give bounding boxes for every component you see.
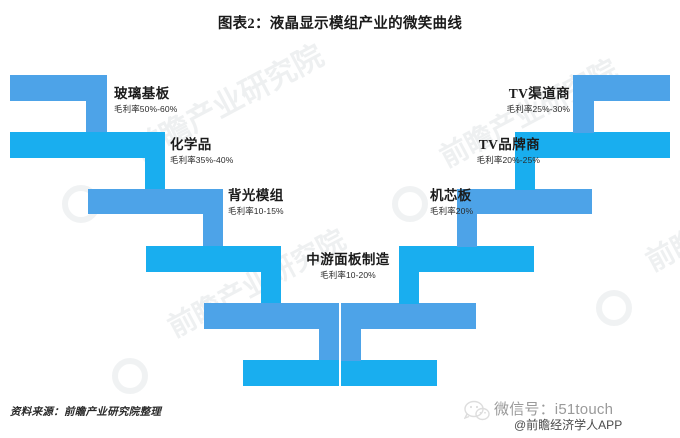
bar-step-2r-horizontal <box>515 132 670 158</box>
label-mainboard-title: 机芯板 <box>430 188 472 203</box>
wechat-logo-icon <box>464 400 490 421</box>
label-backlight-module-margin: 毛利率10-15% <box>228 205 284 216</box>
label-tv-brand-title: TV品牌商 <box>478 137 540 152</box>
label-backlight-module-title: 背光模组 <box>228 188 284 203</box>
label-glass-substrate-margin: 毛利率50%-60% <box>114 103 178 114</box>
label-panel-manufacturing: 中游面板制造 毛利率10-20% <box>288 252 408 280</box>
bar-step-4r-horizontal <box>399 246 534 272</box>
bar-step-2-vertical <box>145 132 165 190</box>
bar-step-1-vertical <box>86 75 107 133</box>
footer-brand: 微信号：i51touch @前瞻经济学人APP <box>462 398 672 436</box>
bar-step-4-vertical <box>261 246 281 304</box>
label-chemicals-margin: 毛利率35%-40% <box>170 154 234 165</box>
label-panel-manufacturing-title: 中游面板制造 <box>306 252 390 267</box>
bar-step-5r-horizontal <box>341 303 476 329</box>
label-tv-channel-margin: 毛利率25%-30% <box>506 103 570 114</box>
source-note: 资料来源：前瞻产业研究院整理 <box>10 407 162 418</box>
footer-wechat-id: 微信号：i51touch <box>494 401 614 418</box>
bar-bottom-right-foot <box>341 360 437 386</box>
label-tv-brand: TV品牌商 毛利率20%-25% <box>406 137 540 165</box>
chart-title: 图表2：液晶显示模组产业的微笑曲线 <box>217 16 463 32</box>
label-tv-brand-margin: 毛利率20%-25% <box>476 154 540 165</box>
label-mainboard-margin: 毛利率20% <box>430 205 474 216</box>
bar-step-3-horizontal <box>88 189 223 214</box>
label-tv-channel-title: TV渠道商 <box>508 86 570 101</box>
label-glass-substrate: 玻璃基板 毛利率50%-60% <box>114 86 177 114</box>
bar-step-5-horizontal <box>204 303 339 329</box>
label-backlight-module: 背光模组 毛利率10-15% <box>228 188 284 216</box>
label-chemicals-title: 化学品 <box>170 137 212 152</box>
label-mainboard: 机芯板 毛利率20% <box>430 188 473 216</box>
bar-step-1r-horizontal <box>573 75 670 101</box>
footer-app-name: @前瞻经济学人APP <box>514 418 623 432</box>
label-tv-channel: TV渠道商 毛利率25%-30% <box>436 86 570 114</box>
label-panel-manufacturing-margin: 毛利率10-20% <box>320 269 376 280</box>
bar-step-2-horizontal <box>10 132 165 158</box>
bar-bottom-left-foot <box>243 360 339 386</box>
bar-step-3r-horizontal <box>457 189 592 214</box>
label-glass-substrate-title: 玻璃基板 <box>114 86 170 101</box>
label-chemicals: 化学品 毛利率35%-40% <box>170 137 233 165</box>
bar-step-3-vertical <box>203 189 223 247</box>
bar-step-4-horizontal <box>146 246 281 272</box>
bar-step-5-vertical <box>319 303 339 361</box>
